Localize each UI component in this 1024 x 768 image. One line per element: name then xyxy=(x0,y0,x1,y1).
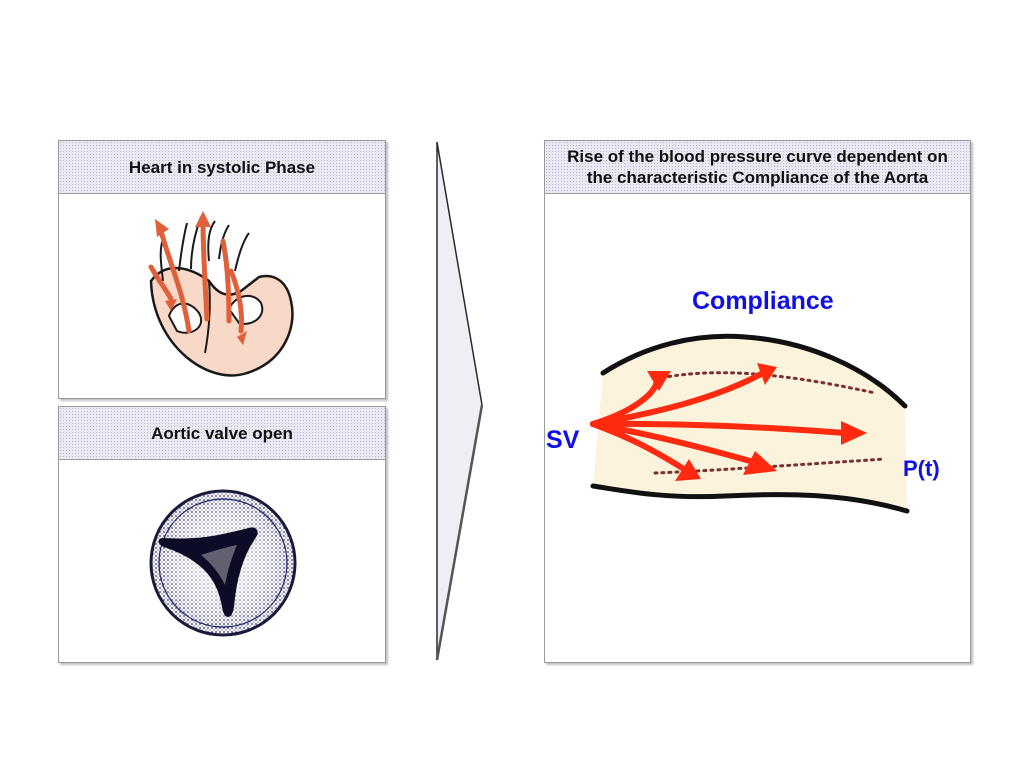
heart-arrow-heads xyxy=(155,211,247,345)
pt-label: P(t) xyxy=(903,456,940,481)
aorta-panel-title-line1: Rise of the blood pressure curve depende… xyxy=(567,147,948,166)
heart-chamber xyxy=(149,266,294,377)
valve-panel-title: Aortic valve open xyxy=(151,423,293,443)
heart-vessel-lines xyxy=(159,216,250,282)
aorta-panel-header: Rise of the blood pressure curve depende… xyxy=(545,141,970,194)
valve-inner-ring xyxy=(158,498,288,628)
compliance-dotted-bottom xyxy=(653,457,887,475)
valve-panel: Aortic valve open xyxy=(58,406,386,663)
flow-arrow-heads xyxy=(647,363,867,481)
aortic-valve-illustration xyxy=(149,489,297,637)
aorta-compliance-illustration xyxy=(590,333,910,514)
sv-label: SV xyxy=(546,426,580,454)
compliance-label: Compliance xyxy=(692,287,834,315)
aorta-wall-top xyxy=(600,333,908,409)
heart-illustration xyxy=(148,211,294,377)
compliance-dotted-top xyxy=(653,371,877,395)
heart-panel: Heart in systolic Phase xyxy=(58,140,386,399)
valve-opening xyxy=(158,527,258,617)
heart-panel-header: Heart in systolic Phase xyxy=(59,141,385,194)
aorta-panel-title-line2: the characteristic Compliance of the Aor… xyxy=(586,168,929,187)
aorta-vessel-fill xyxy=(593,336,907,511)
heart-panel-title: Heart in systolic Phase xyxy=(128,157,316,177)
valve-panel-header: Aortic valve open xyxy=(59,407,385,460)
aorta-wall-bottom xyxy=(590,483,910,514)
aorta-panel: Rise of the blood pressure curve depende… xyxy=(544,140,971,663)
heart-flow-arrows xyxy=(148,218,244,334)
